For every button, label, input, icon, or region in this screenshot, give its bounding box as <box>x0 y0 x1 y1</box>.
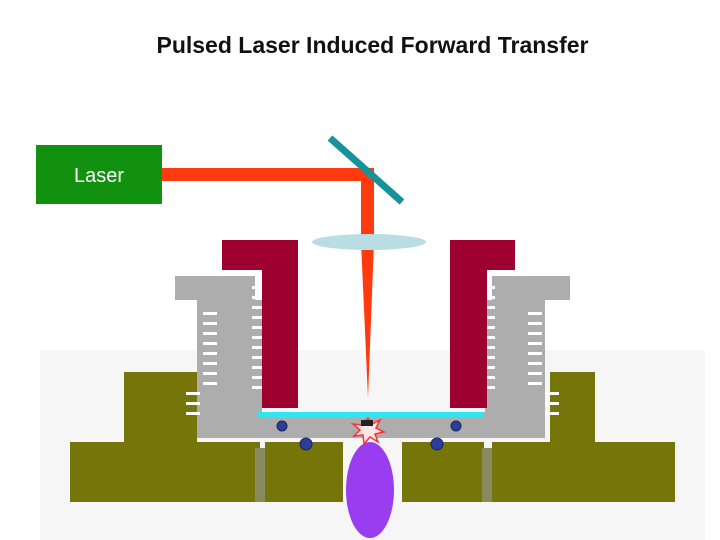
base-block-left <box>70 372 260 502</box>
cooling-fins-left <box>186 312 217 415</box>
base-block-right <box>492 372 675 502</box>
mirror <box>327 135 405 205</box>
heater-block-left <box>222 240 298 408</box>
focusing-lens <box>312 234 426 250</box>
heater-block-right <box>450 240 515 408</box>
laser-beam-vertical <box>361 178 374 242</box>
post-right <box>482 448 492 502</box>
base-block-center-left <box>265 442 343 502</box>
diagram-title: Pulsed Laser Induced Forward Transfer <box>156 32 589 58</box>
particle <box>450 420 462 432</box>
transfer-spot <box>361 420 373 426</box>
impact-burst <box>350 416 387 446</box>
particle <box>430 437 444 451</box>
base-block-center-right <box>402 442 484 502</box>
laser-beam-horizontal <box>162 168 374 181</box>
ejected-plume <box>346 442 394 538</box>
post-left <box>255 448 265 502</box>
focused-beam <box>361 242 374 398</box>
particle <box>276 420 288 432</box>
laser-label: Laser <box>74 165 124 187</box>
substrate <box>258 412 484 418</box>
particle <box>299 437 313 451</box>
laser-source <box>36 145 162 204</box>
cooling-fins-right <box>528 312 559 415</box>
cooling-fins-inner-left <box>252 286 270 389</box>
